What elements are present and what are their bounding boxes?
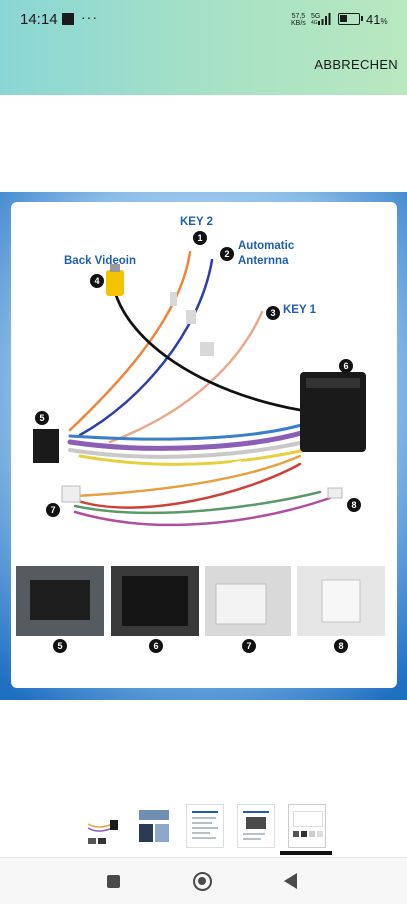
notification-icon	[62, 13, 74, 25]
home-circle-icon[interactable]	[193, 872, 212, 891]
thumbnail-5[interactable]	[288, 804, 326, 848]
marker-4: 4	[94, 276, 99, 286]
thumbnail-2[interactable]	[135, 804, 173, 848]
more-notifications-icon: ···	[81, 9, 98, 25]
panel-5-dot	[53, 639, 67, 653]
plug-c	[200, 342, 214, 356]
network-type-4g: 4G	[311, 20, 318, 26]
panel-8-dot	[334, 639, 348, 653]
connector-photos	[16, 566, 385, 636]
marker-7: 7	[50, 505, 55, 515]
connector-6	[300, 372, 366, 452]
connector-8	[327, 487, 343, 499]
label-key1: KEY 1	[283, 304, 317, 316]
product-image[interactable]: KEY 2 Automatic Anternna Back Videoin KE…	[0, 192, 407, 700]
wiring-harness-diagram: KEY 2 Automatic Anternna Back Videoin KE…	[0, 192, 407, 700]
battery-percent: 41%	[366, 12, 388, 27]
network-speed: 57,5 KB/s	[291, 13, 306, 27]
battery-percent-value: 41	[366, 12, 381, 27]
wires	[67, 250, 332, 527]
marker-1: 1	[197, 233, 202, 243]
rca-connector	[106, 264, 124, 296]
marker-3-dot	[266, 306, 280, 320]
marker-2: 2	[224, 249, 229, 259]
network-speed-unit: KB/s	[291, 20, 306, 27]
thumbnail-1[interactable]	[84, 804, 122, 848]
battery-percent-unit: %	[380, 17, 388, 26]
marker-7-dot	[46, 503, 60, 517]
battery-fill	[340, 15, 347, 22]
thumbnail-3[interactable]	[186, 804, 224, 848]
image-gallery	[0, 800, 407, 860]
signal-icon	[318, 13, 331, 25]
marker-5-dot	[35, 411, 49, 425]
thumbnail-4[interactable]	[237, 804, 275, 848]
marker-6: 6	[343, 361, 348, 371]
back-triangle-icon[interactable]	[284, 873, 297, 889]
panel-6-dot	[149, 639, 163, 653]
thumbnail-1-preview	[87, 820, 119, 844]
network-type: 5G 4G	[311, 13, 320, 27]
system-navigation-bar	[0, 857, 407, 904]
marker-1-dot	[193, 231, 207, 245]
plug-b	[186, 310, 196, 324]
app-header: 14:14 ··· 57,5 KB/s 5G 4G 41% ABBRECHEN	[0, 0, 407, 95]
label-back-video: Back Videoin	[64, 255, 136, 267]
marker-5: 5	[39, 413, 44, 423]
marker-6-dot	[339, 359, 353, 373]
label-automatic-line1: Automatic	[238, 240, 295, 252]
panel-7-dot	[242, 639, 256, 653]
marker-8: 8	[351, 500, 356, 510]
network-speed-value: 57,5	[291, 13, 306, 20]
marker-2-dot	[220, 247, 234, 261]
marker-3: 3	[270, 308, 275, 318]
selected-thumbnail-indicator	[280, 851, 332, 855]
plug-a	[170, 292, 177, 306]
panel-number-8: 8	[338, 641, 343, 651]
square-icon[interactable]	[107, 875, 120, 888]
cancel-button[interactable]: ABBRECHEN	[314, 57, 398, 72]
panel-number-5: 5	[57, 641, 62, 651]
status-time: 14:14	[20, 11, 58, 28]
marker-8-dot	[347, 498, 361, 512]
network-type-5g: 5G	[311, 13, 321, 20]
marker-4-dot	[90, 274, 104, 288]
label-key2: KEY 2	[180, 216, 213, 228]
battery-icon	[338, 13, 363, 25]
connector-5	[33, 429, 59, 463]
label-automatic-line2: Anternna	[238, 255, 289, 267]
connector-7	[61, 485, 81, 503]
panel-number-6: 6	[153, 641, 158, 651]
panel-number-7: 7	[246, 641, 251, 651]
